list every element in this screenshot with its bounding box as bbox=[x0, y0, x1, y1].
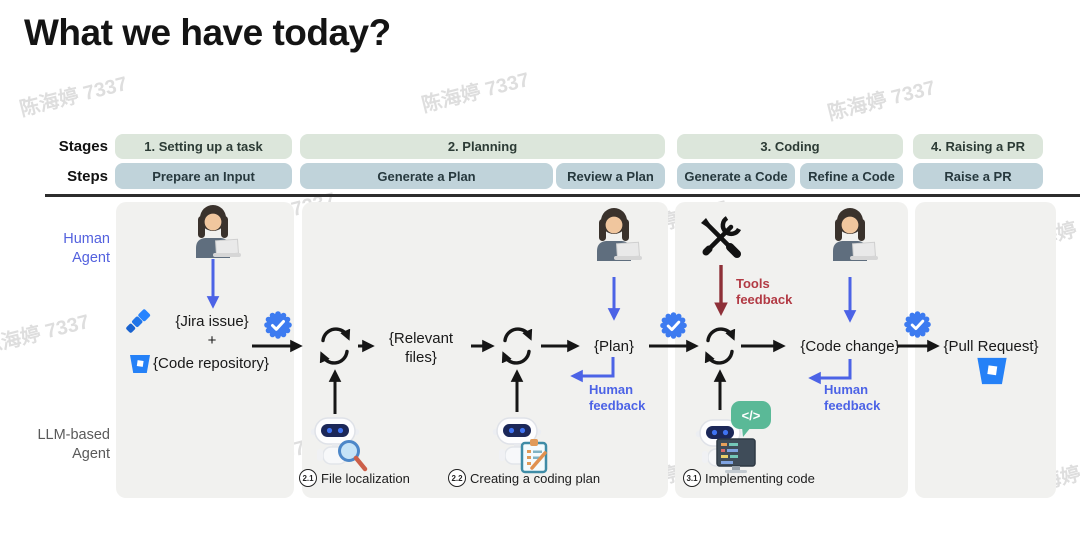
step-label: Creating a coding plan bbox=[470, 470, 601, 486]
watermark: 陈海婷 7337 bbox=[825, 76, 938, 125]
stage-pill-setting-up-a-task: 1. Setting up a task bbox=[115, 134, 292, 159]
step-number-badge: 2.1 bbox=[299, 469, 317, 487]
watermark: 陈海婷 7337 bbox=[0, 310, 92, 359]
code-screen-icon bbox=[716, 438, 756, 473]
llm-step-implementing-code: 3.1 Implementing code bbox=[683, 469, 815, 487]
bitbucket-icon bbox=[977, 357, 1007, 385]
step-pill-refine-a-code: Refine a Code bbox=[800, 163, 903, 189]
step-pill-prepare-an-input: Prepare an Input bbox=[115, 163, 292, 189]
tools-icon bbox=[701, 216, 742, 258]
check-badge-icon bbox=[264, 311, 292, 339]
artifact-jira-issue: {Jira issue} bbox=[175, 313, 249, 330]
bitbucket-icon bbox=[130, 355, 150, 373]
code-bubble-icon: </> bbox=[731, 401, 771, 437]
header-divider bbox=[45, 194, 1080, 197]
loop-icon bbox=[319, 327, 351, 365]
step-pill-review-a-plan: Review a Plan bbox=[556, 163, 665, 189]
person-icon bbox=[196, 205, 241, 258]
person-icon bbox=[597, 208, 642, 261]
page-title: What we have today? bbox=[24, 12, 391, 53]
step-label: File localization bbox=[321, 470, 410, 486]
watermark: 陈海婷 7337 bbox=[419, 68, 532, 117]
step-pill-generate-a-code: Generate a Code bbox=[677, 163, 795, 189]
step-pill-raise-a-pr: Raise a PR bbox=[913, 163, 1043, 189]
artifact-plan: {Plan} bbox=[593, 338, 635, 355]
stage-pill-raising-a-pr: 4. Raising a PR bbox=[913, 134, 1043, 159]
artifact-code-repository: {Code repository} bbox=[153, 355, 269, 372]
check-badge-icon bbox=[904, 311, 931, 338]
check-badge-icon bbox=[660, 312, 687, 339]
person-icon bbox=[833, 208, 878, 261]
llm-step-file-localization: 2.1 File localization bbox=[299, 469, 410, 487]
row-label-human-agent: Human Agent bbox=[63, 231, 110, 266]
step-label: Implementing code bbox=[705, 470, 815, 486]
steps-row-label: Steps bbox=[67, 168, 108, 185]
human-feedback-label: Human feedback bbox=[824, 382, 881, 413]
jira-icon bbox=[126, 309, 151, 333]
plus-sign: + bbox=[207, 332, 217, 349]
artifact-code-change: {Code change} bbox=[800, 338, 900, 355]
magnifier-icon bbox=[338, 440, 368, 472]
step-number-badge: 3.1 bbox=[683, 469, 701, 487]
loop-icon bbox=[501, 327, 533, 365]
row-label-llm-agent: LLM-based Agent bbox=[37, 427, 110, 462]
code-bubble-text: </> bbox=[742, 408, 761, 423]
stage-pill-planning: 2. Planning bbox=[300, 134, 665, 159]
artifact-relevant-files: {Relevant files} bbox=[388, 330, 454, 366]
watermark: 陈海婷 7337 bbox=[17, 72, 130, 121]
loop-icon bbox=[704, 327, 736, 365]
stages-row-label: Stages bbox=[58, 138, 108, 155]
step-number-badge: 2.2 bbox=[448, 469, 466, 487]
clipboard-icon bbox=[520, 439, 548, 474]
human-feedback-label: Human feedback bbox=[589, 382, 646, 413]
llm-step-creating-coding-plan: 2.2 Creating a coding plan bbox=[448, 469, 600, 487]
tools-feedback-label: Tools feedback bbox=[736, 276, 793, 307]
step-pill-generate-a-plan: Generate a Plan bbox=[300, 163, 553, 189]
artifact-pull-request: {Pull Request} bbox=[943, 338, 1039, 355]
stage-pill-coding: 3. Coding bbox=[677, 134, 903, 159]
